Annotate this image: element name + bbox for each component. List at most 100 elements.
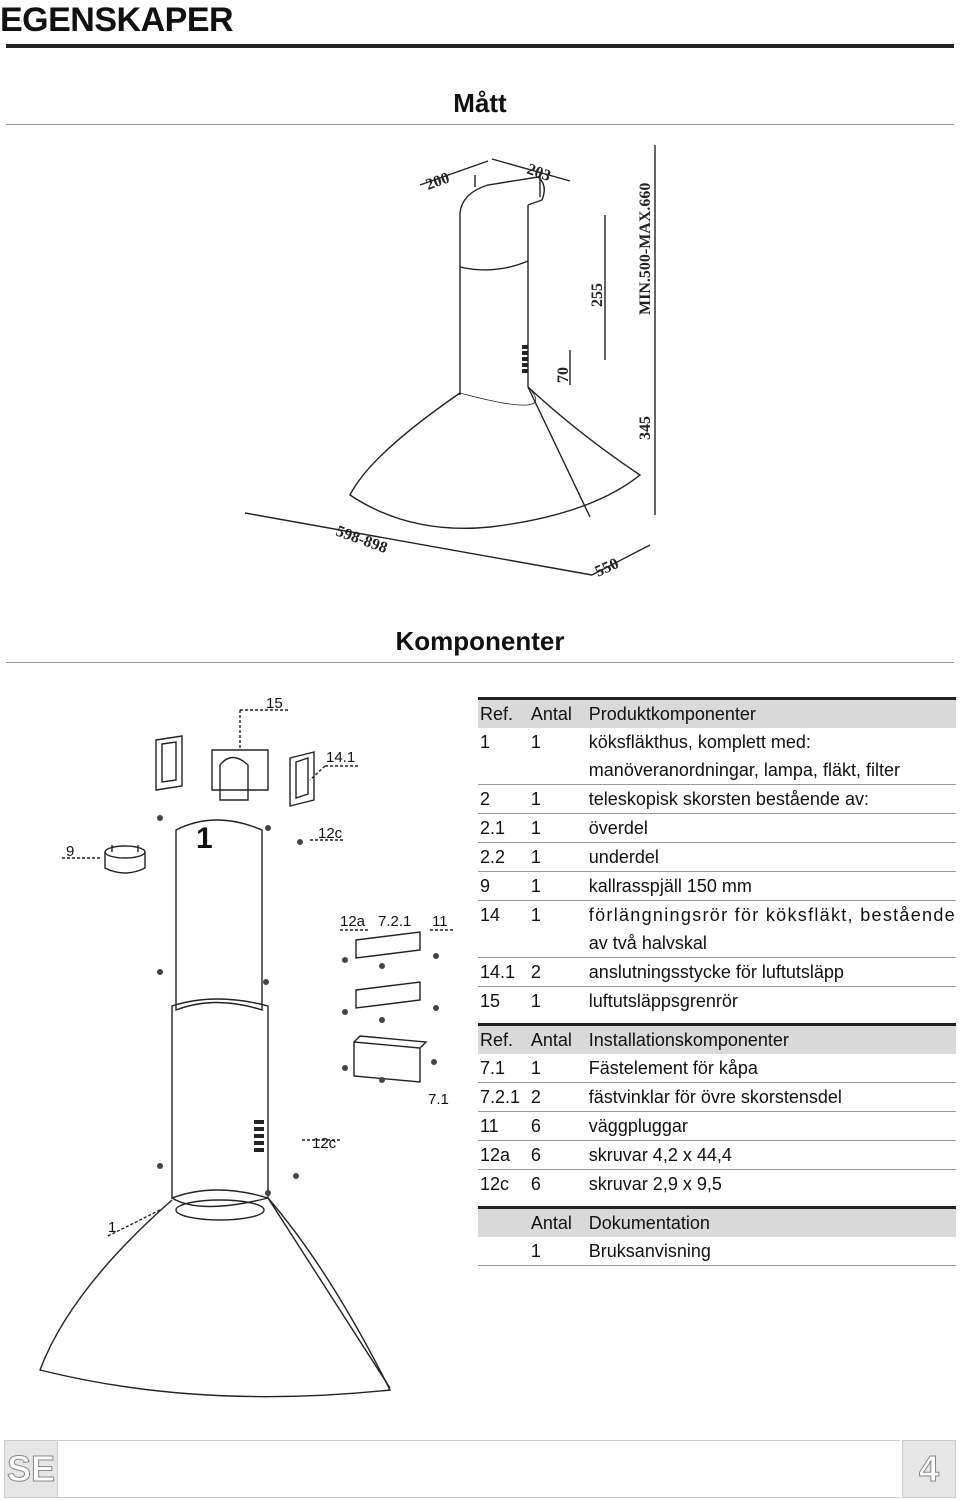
table-row: 12c 6 skruvar 2,9 x 9,5 bbox=[478, 1170, 956, 1199]
row-ref: 14.1 bbox=[478, 957, 529, 987]
row-desc: teleskopisk skorsten bestående av: bbox=[586, 784, 956, 814]
row-ref: 15 bbox=[480, 991, 501, 1011]
section-divider bbox=[6, 124, 954, 125]
table-row: 2.2 1 underdel bbox=[478, 842, 956, 872]
row-qty: 6 bbox=[528, 1111, 587, 1141]
footer-band bbox=[58, 1440, 900, 1498]
row-desc: manöveranordningar, lampa, fläkt, filter bbox=[586, 756, 956, 785]
header-ref bbox=[478, 1206, 529, 1237]
header-desc: Dokumentation bbox=[586, 1206, 956, 1237]
page-number: 4 bbox=[918, 1448, 940, 1490]
row-ref: 2 bbox=[478, 784, 529, 814]
callout-12c-top: 12c bbox=[318, 825, 343, 842]
dimensions-title: Mått bbox=[453, 88, 507, 118]
table-row: 14 1 förlängningsrör för köksfläkt, best… bbox=[478, 901, 956, 930]
row-qty: 1 bbox=[528, 784, 587, 814]
row-ref: 7.2.1 bbox=[478, 1082, 529, 1112]
callout-7-1: 7.1 bbox=[428, 1091, 449, 1108]
row-qty: 1 bbox=[530, 732, 541, 752]
row-desc: väggpluggar bbox=[586, 1111, 956, 1141]
table-row: 2.1 1 överdel bbox=[478, 813, 956, 843]
table-row: 15 1 luftutsläppsgrenrör bbox=[478, 987, 956, 1016]
header-ref: Ref. bbox=[478, 697, 529, 728]
dim-550: 550 bbox=[593, 555, 622, 581]
language-badge: SE bbox=[4, 1440, 58, 1498]
table-row: 14.1 2 anslutningsstycke för luftutsläpp bbox=[478, 957, 956, 987]
table-row: manöveranordningar, lampa, fläkt, filter bbox=[478, 756, 956, 785]
header-desc: Produktkomponenter bbox=[586, 697, 956, 728]
row-ref: 2.2 bbox=[478, 842, 529, 872]
callout-1-chimney: 1 bbox=[196, 822, 213, 855]
header-qty: Antal bbox=[528, 697, 587, 728]
components-title: Komponenter bbox=[395, 626, 565, 656]
table-row: 1 1 köksfläkthus, komplett med: bbox=[478, 728, 956, 756]
section-divider bbox=[6, 662, 954, 663]
callout-11: 11 bbox=[432, 913, 448, 930]
row-ref: 1 bbox=[480, 732, 491, 752]
row-desc: köksfläkthus, komplett med: bbox=[588, 732, 811, 752]
table-row: 7.1 1 Fästelement för kåpa bbox=[478, 1054, 956, 1083]
table-row: 12a 6 skruvar 4,2 x 44,4 bbox=[478, 1140, 956, 1170]
parts-table: Ref. Antal Produktkomponenter 1 1 köksfl… bbox=[478, 697, 956, 1266]
table-header-row: Ref. Antal Installationskomponenter bbox=[478, 1023, 956, 1054]
table-row: 1 Bruksanvisning bbox=[478, 1237, 956, 1266]
row-ref: 2.1 bbox=[478, 813, 529, 843]
dim-min-max: MIN.500-MAX.660 bbox=[637, 183, 654, 315]
table-row: av två halvskal bbox=[478, 929, 956, 958]
row-qty: 2 bbox=[528, 1082, 587, 1112]
callout-12c-bottom: 12c bbox=[312, 1135, 337, 1152]
row-qty: 2 bbox=[528, 957, 587, 987]
exploded-view-drawing: 15 14.1 12c 9 1 12a 7.2.1 11 7.1 12c 1 bbox=[39, 695, 455, 1398]
row-qty: 1 bbox=[530, 905, 541, 925]
row-ref: 9 bbox=[478, 871, 529, 901]
dim-70: 70 bbox=[555, 367, 572, 383]
dim-255: 255 bbox=[589, 283, 606, 307]
callout-12a: 12a bbox=[340, 913, 366, 930]
row-ref: 12c bbox=[480, 1174, 510, 1194]
dim-203: 203 bbox=[525, 161, 553, 185]
language-code: SE bbox=[6, 1448, 56, 1490]
row-desc: fästvinklar för övre skorstensdel bbox=[586, 1082, 956, 1112]
table-row: 2 1 teleskopisk skorsten bestående av: bbox=[478, 784, 956, 814]
row-desc: Fästelement för kåpa bbox=[586, 1054, 956, 1083]
row-desc: kallrasspjäll 150 mm bbox=[586, 871, 956, 901]
page-title: EGENSKAPER bbox=[0, 1, 234, 39]
callout-15: 15 bbox=[266, 695, 283, 712]
row-desc: luftutsläppsgrenrör bbox=[588, 991, 738, 1011]
callout-9: 9 bbox=[66, 843, 74, 860]
row-qty: 1 bbox=[528, 842, 587, 872]
row-qty: 1 bbox=[530, 1241, 541, 1261]
parts-table-container: Ref. Antal Produktkomponenter 1 1 köksfl… bbox=[478, 697, 956, 1266]
table-row: 11 6 väggpluggar bbox=[478, 1111, 956, 1141]
row-qty: 1 bbox=[528, 1054, 587, 1083]
dim-345: 345 bbox=[637, 416, 654, 440]
row-ref: 11 bbox=[478, 1111, 529, 1141]
callout-1: 1 bbox=[108, 1219, 116, 1236]
row-ref: 7.1 bbox=[478, 1054, 529, 1083]
row-qty: 6 bbox=[528, 1140, 587, 1170]
row-desc: underdel bbox=[586, 842, 956, 872]
header-qty: Antal bbox=[528, 1206, 587, 1237]
row-ref: 14 bbox=[480, 905, 501, 925]
dim-598-898: 598-898 bbox=[334, 523, 390, 557]
row-qty: 6 bbox=[530, 1174, 541, 1194]
row-desc: överdel bbox=[586, 813, 956, 843]
row-desc: av två halvskal bbox=[586, 929, 956, 958]
header-qty: Antal bbox=[528, 1023, 587, 1054]
table-header-row: Ref. Antal Produktkomponenter bbox=[478, 697, 956, 728]
table-row: 9 1 kallrasspjäll 150 mm bbox=[478, 871, 956, 901]
header-ref: Ref. bbox=[478, 1023, 529, 1054]
row-ref bbox=[478, 1237, 529, 1266]
row-desc: anslutningsstycke för luftutsläpp bbox=[586, 957, 956, 987]
dim-200: 200 bbox=[424, 170, 452, 194]
row-qty: 1 bbox=[530, 991, 541, 1011]
row-qty: 1 bbox=[528, 871, 587, 901]
callout-14-1: 14.1 bbox=[326, 749, 355, 766]
callout-7-2-1: 7.2.1 bbox=[378, 913, 411, 930]
row-desc: Bruksanvisning bbox=[588, 1241, 711, 1261]
header-rule bbox=[6, 44, 954, 48]
row-desc: skruvar 2,9 x 9,5 bbox=[588, 1174, 722, 1194]
row-ref: 12a bbox=[478, 1140, 529, 1170]
table-row: 7.2.1 2 fästvinklar för övre skorstensde… bbox=[478, 1082, 956, 1112]
hood-dimension-drawing: 200 203 255 70 MIN.500-MAX.660 345 598-8… bbox=[244, 145, 656, 581]
